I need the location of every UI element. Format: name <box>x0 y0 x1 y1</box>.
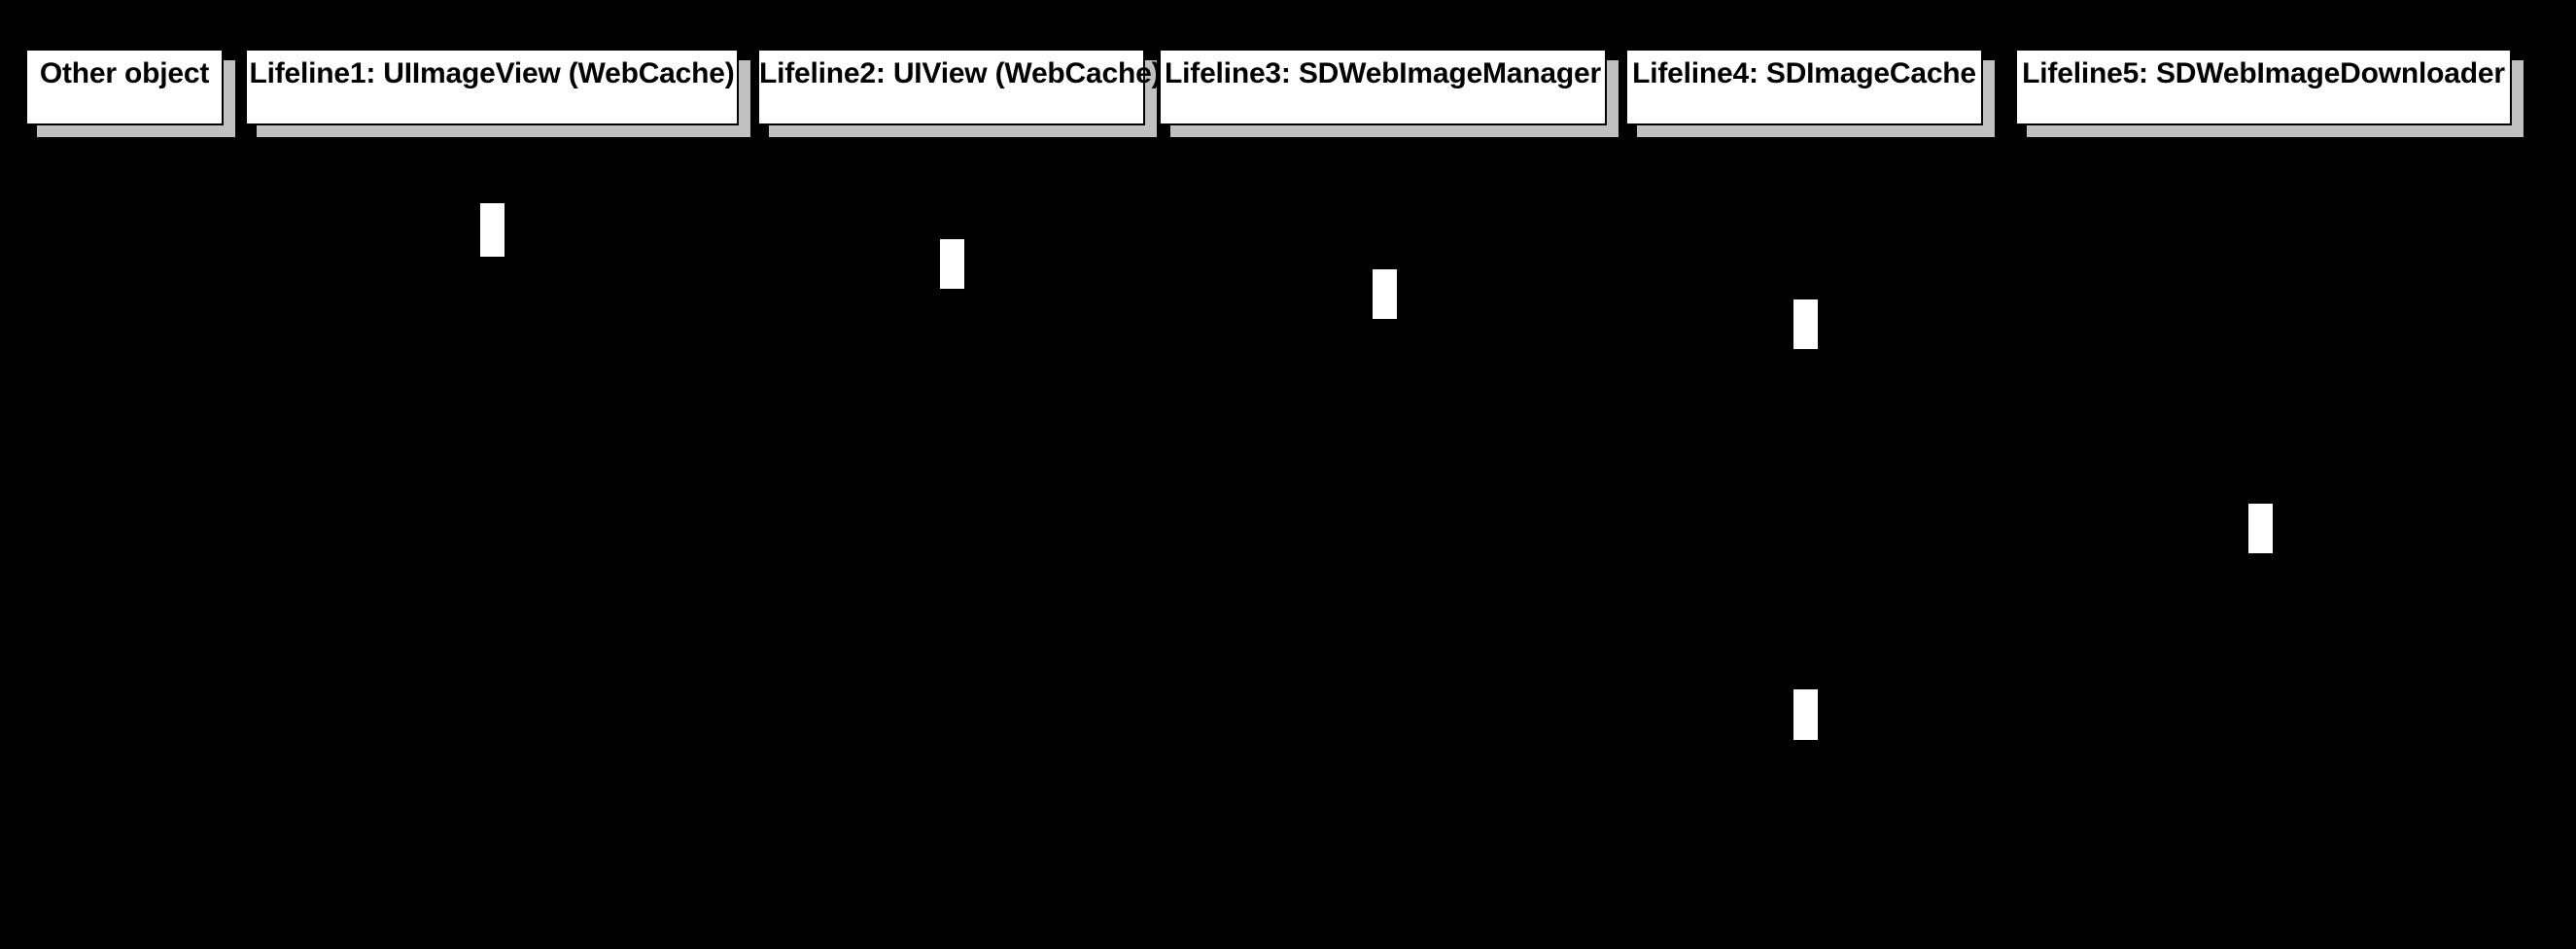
lifeline-label-lifeline2: Lifeline2: UIView (WebCache) <box>759 57 1162 89</box>
lifeline-label-other: Other object <box>39 57 210 89</box>
activation-bar-lifeline1-1[interactable] <box>479 202 505 258</box>
lifeline-stem-lifeline4 <box>1803 125 1806 949</box>
message-arrowhead-m4 <box>1777 295 1793 312</box>
lifeline-label-lifeline1: Lifeline1: UIImageView (WebCache) <box>249 57 735 89</box>
activation-bar-lifeline4-1[interactable] <box>1793 299 1819 350</box>
message-arrowhead-m1 <box>464 198 479 216</box>
message-line-m3[interactable] <box>965 272 1372 275</box>
lifeline-head-other[interactable]: Other object <box>25 49 224 125</box>
message-line-m2[interactable] <box>505 242 939 245</box>
message-line-m5[interactable] <box>1398 345 1793 348</box>
activation-bar-lifeline5-1[interactable] <box>2247 503 2274 554</box>
lifeline-stem-lifeline1 <box>490 125 493 949</box>
lifeline-label-lifeline4: Lifeline4: SDImageCache <box>1632 57 1976 89</box>
lifeline-head-lifeline1[interactable]: Lifeline1: UIImageView (WebCache) <box>245 49 739 125</box>
message-arrowhead-m6 <box>2232 499 2247 516</box>
activation-bar-lifeline4-2[interactable] <box>1793 688 1819 741</box>
message-line-m6[interactable] <box>1398 507 2247 510</box>
lifeline-head-lifeline5[interactable]: Lifeline5: SDWebImageDownloader <box>2015 49 2512 125</box>
message-line-m1[interactable] <box>122 206 479 209</box>
message-arrowhead-m3 <box>1356 264 1372 282</box>
message-arrowhead-m8 <box>1777 685 1793 702</box>
message-line-m9[interactable] <box>1398 736 1793 739</box>
lifeline-stem-lifeline3 <box>1382 125 1385 949</box>
lifeline-label-lifeline3: Lifeline3: SDWebImageManager <box>1165 57 1601 89</box>
message-arrowhead-m5 <box>1398 337 1413 355</box>
message-arrowhead-m2 <box>923 234 939 252</box>
activation-bar-lifeline3-1[interactable] <box>1372 268 1398 320</box>
message-arrowhead-m7 <box>1398 542 1413 559</box>
activation-bar-lifeline2-1[interactable] <box>939 238 965 290</box>
message-line-m4[interactable] <box>1398 302 1793 305</box>
message-line-m8[interactable] <box>1398 692 1793 695</box>
lifeline-stem-lifeline2 <box>950 125 953 949</box>
lifeline-head-lifeline4[interactable]: Lifeline4: SDImageCache <box>1625 49 1983 125</box>
lifeline-label-lifeline5: Lifeline5: SDWebImageDownloader <box>2022 57 2505 89</box>
message-arrowhead-m9 <box>1398 728 1413 746</box>
lifeline-stem-other <box>122 125 124 949</box>
message-line-m7[interactable] <box>1398 549 2247 552</box>
lifeline-head-lifeline3[interactable]: Lifeline3: SDWebImageManager <box>1159 49 1607 125</box>
lifeline-head-lifeline2[interactable]: Lifeline2: UIView (WebCache) <box>757 49 1162 125</box>
